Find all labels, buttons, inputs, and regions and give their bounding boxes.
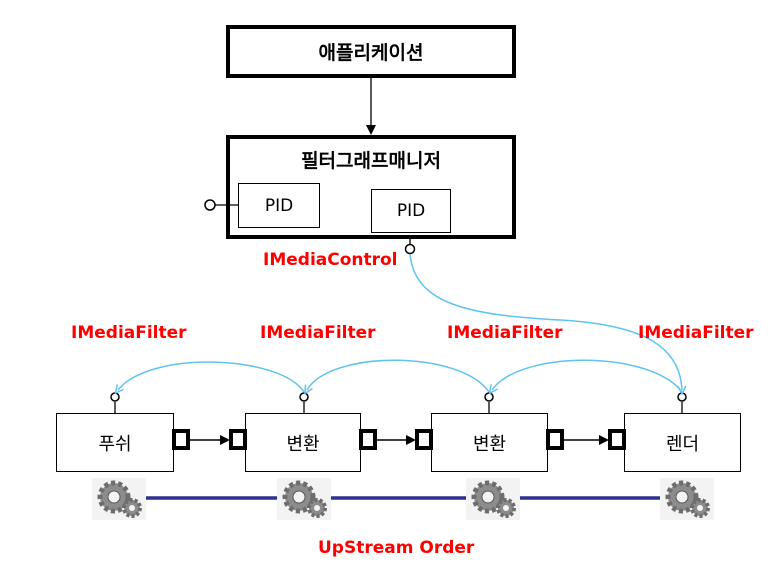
filter-render: 렌더	[624, 413, 741, 472]
media-filter-label-2: IMediaFilter	[260, 323, 376, 343]
pid-left-label: PID	[264, 195, 294, 216]
pid-left-lollipop	[204, 199, 216, 211]
media-filter-label-1: IMediaFilter	[71, 323, 187, 343]
filter-render-label: 렌더	[665, 433, 700, 455]
upstream-order-label: UpStream Order	[318, 538, 475, 558]
filter-graph-manager-label: 필터그래프매니저	[301, 150, 441, 172]
filter-transform-1-label: 변환	[286, 433, 320, 455]
gears-icon-1	[92, 478, 146, 520]
pid-box-right: PID	[371, 189, 451, 233]
media-filter-curves	[118, 253, 682, 392]
filter-transform-2: 변환	[431, 413, 548, 472]
media-control-lollipop	[404, 243, 416, 255]
filter-push: 푸쉬	[56, 413, 174, 472]
application-label: 애플리케이션	[318, 42, 424, 64]
gears-icon-3	[466, 478, 520, 520]
media-control-label: IMediaControl	[263, 250, 398, 270]
application-box: 애플리케이션	[226, 25, 516, 78]
pid-box-left: PID	[238, 183, 320, 228]
media-filter-label-3: IMediaFilter	[447, 323, 563, 343]
pid-right-label: PID	[396, 201, 426, 221]
filter-pins	[172, 429, 626, 450]
gears-icon-2	[277, 478, 331, 520]
filter-transform-2-label: 변환	[472, 433, 507, 455]
filter-push-label: 푸쉬	[98, 433, 132, 455]
gears-icon-4	[660, 478, 714, 520]
media-filter-label-4: IMediaFilter	[638, 323, 754, 343]
filter-lollipops	[110, 392, 687, 413]
